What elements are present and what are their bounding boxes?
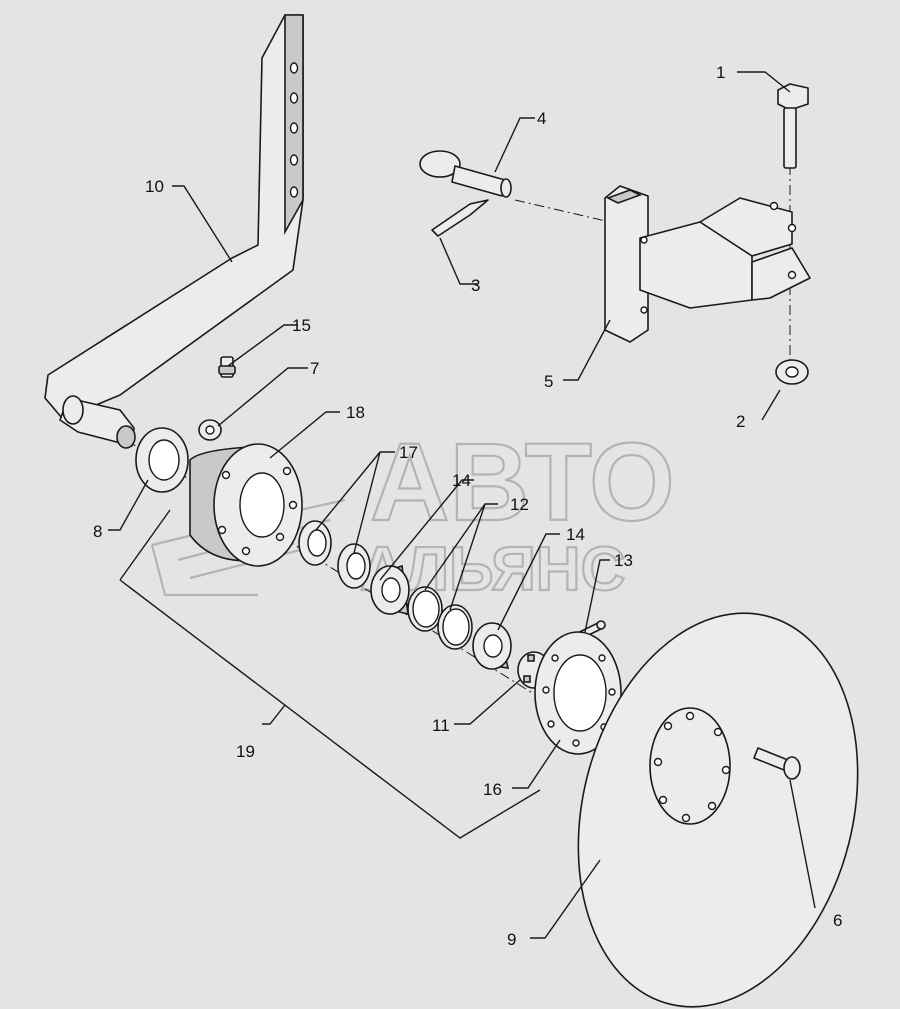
callout-18: 18: [346, 403, 365, 422]
callout-7: 7: [310, 359, 319, 378]
callout-1: 1: [716, 63, 725, 82]
crank-arm-part-10: [44, 14, 304, 449]
bolt-part-6: [753, 747, 801, 780]
callout-16: 16: [483, 780, 502, 799]
watermark-line1: АВТО: [370, 421, 675, 544]
hub-bolt-holes: [217, 466, 298, 556]
callout-13: 13: [614, 551, 633, 570]
callout-labels: 1 2 3 4 5 6 7 8 9 10 11 12 13 14 14 15 1…: [93, 63, 842, 949]
bracket-part-5: [604, 185, 811, 343]
callout-3: 3: [471, 276, 480, 295]
disc-holes: [653, 711, 731, 823]
bearing-part-14-inner: [370, 564, 410, 616]
bearing-part-14-outer: [472, 622, 512, 670]
seal-ring-part-17: [298, 520, 371, 589]
callout-4: 4: [537, 109, 546, 128]
flange-part-16: [534, 631, 622, 755]
clip-part-3: [431, 199, 489, 237]
callout-6: 6: [833, 911, 842, 930]
callout-5: 5: [544, 372, 553, 391]
bolt-part-1: [777, 83, 809, 169]
watermark: АВТО АЛЬЯНС: [150, 420, 676, 605]
callout-14-outer: 14: [566, 525, 585, 544]
grease-nipple-part-15: [218, 356, 236, 378]
callout-19: 19: [236, 742, 255, 761]
callout-10: 10: [145, 177, 164, 196]
callout-11: 11: [432, 716, 450, 735]
disc-part-9: [577, 612, 859, 1008]
pin-part-4: [419, 150, 512, 198]
seal-part-8: [135, 427, 189, 493]
snap-ring-part-12: [407, 586, 473, 650]
flange-holes: [542, 654, 616, 747]
callout-17: 17: [399, 443, 418, 462]
assembly-19-bracket: [119, 509, 541, 839]
nut-part-7: [198, 419, 222, 441]
callout-12: 12: [510, 495, 529, 514]
arm-holes: [289, 62, 299, 198]
leader-lines: [108, 71, 816, 939]
nut-part-2: [775, 359, 809, 385]
callout-15: 15: [292, 316, 311, 335]
callout-2: 2: [736, 412, 745, 431]
hub-part-18: [189, 443, 303, 567]
callout-8: 8: [93, 522, 102, 541]
callout-14-inner: 14: [452, 471, 471, 490]
callout-9: 9: [507, 930, 516, 949]
